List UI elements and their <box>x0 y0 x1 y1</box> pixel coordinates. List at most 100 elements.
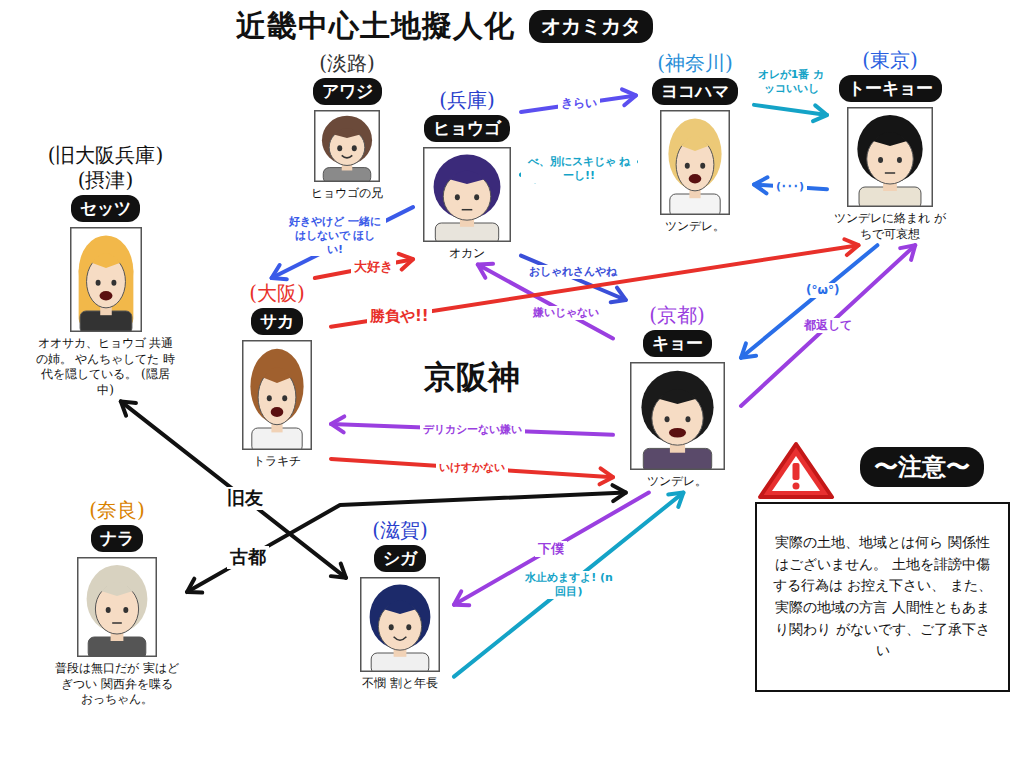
arrow-head <box>399 254 413 270</box>
edge-label: (°ω°) <box>803 283 842 298</box>
arrow-line <box>521 95 636 112</box>
character-card: (旧大阪兵庫)(摂津)セッツオオサカ、ヒョウゴ 共通の姉。 やんちゃしてた 時代… <box>29 140 182 401</box>
relation-arrow <box>331 239 859 326</box>
region-name: (淡路) <box>319 51 375 76</box>
nickname: トーキョー <box>839 75 942 102</box>
region-name: (摂津) <box>78 168 134 193</box>
nickname: サカ <box>251 308 303 335</box>
arrow-line <box>272 207 413 278</box>
region-name: (滋賀) <box>372 518 428 543</box>
portrait <box>660 110 730 215</box>
edge-label: 大好き <box>351 259 396 275</box>
portrait <box>630 362 725 470</box>
nickname: ヨコハマ <box>652 78 738 105</box>
character-card: (奈良)ナラ普段は無口だが 実はどぎつい 関西弁を喋る おっちゃん。 <box>47 495 187 711</box>
arrow-head <box>741 343 756 357</box>
title: 近畿中心土地擬人化 <box>236 6 515 47</box>
group-caption: 京阪神 <box>424 356 520 400</box>
arrow-head <box>813 105 827 121</box>
arrow-line <box>121 401 346 577</box>
edge-label: 旧友 <box>224 487 266 510</box>
arrow-line <box>741 245 877 358</box>
edge-label: いけすかない <box>436 461 508 475</box>
edge-label: 都返して <box>801 318 855 333</box>
character-card: (神奈川)ヨコハマツンデレ。 <box>636 48 754 238</box>
arrow-head <box>754 177 767 193</box>
arrow-head <box>844 239 858 255</box>
notice-box: 実際の土地、地域とは何ら 関係性はございません。 土地を誹謗中傷する行為は お控… <box>755 502 1010 692</box>
warning-dot <box>793 483 800 490</box>
nickname: ナラ <box>91 525 143 552</box>
relation-arrow <box>272 207 413 279</box>
nickname: キョー <box>643 330 712 357</box>
relation-arrow <box>741 245 915 406</box>
nickname: セッツ <box>71 195 140 222</box>
arrow-head <box>600 468 613 484</box>
arrow-head <box>121 401 136 415</box>
notice-title: 〜注意〜 <box>860 447 984 487</box>
arrow-line <box>454 493 649 605</box>
notice-text: 実際の土地、地域とは何ら 関係性はございません。 土地を誹謗中傷する行為は お控… <box>769 532 996 662</box>
character-card: (東京)トーキョーツンデレに絡まれ がちで可哀想 <box>827 45 953 245</box>
arrow-head <box>612 485 625 501</box>
arrow-line <box>331 245 859 326</box>
edge-label: 好きやけど 一緒にはしないで ほしい! <box>284 215 386 256</box>
relation-arrow <box>754 177 827 193</box>
description: 不憫 割と年長 <box>350 676 450 692</box>
region-name: (大阪) <box>249 281 305 306</box>
portrait <box>847 107 933 207</box>
relation-arrow <box>741 245 877 358</box>
arrow-head <box>478 264 493 278</box>
character-card: (京都)キョーツンデレ。 <box>613 300 741 493</box>
arrow-head <box>668 493 683 507</box>
arrow-head <box>454 591 469 605</box>
character-card: (兵庫)ヒョウゴオカン <box>413 85 521 265</box>
notice-panel: 〜注意〜実際の土地、地域とは何ら 関係性はございません。 土地を誹謗中傷する行為… <box>755 440 1010 692</box>
relation-arrow <box>331 459 613 484</box>
relation-arrow <box>521 89 636 112</box>
edge-label: 水止めますよ! (n回目) <box>522 571 616 599</box>
nickname: シガ <box>374 545 426 572</box>
description: 普段は無口だが 実はどぎつい 関西弁を喋る おっちゃん。 <box>55 661 180 708</box>
relation-arrow <box>315 254 413 278</box>
edge-label: 下僕 <box>535 541 567 557</box>
nickname: ヒョウゴ <box>424 115 510 142</box>
arrow-head <box>900 245 915 260</box>
arrow-line <box>741 245 915 406</box>
arrow-head <box>622 89 636 105</box>
nickname: アワジ <box>313 78 382 105</box>
description: トラキチ <box>227 454 327 470</box>
description: ツンデレ。 <box>640 219 750 235</box>
relation-arrow <box>454 493 649 606</box>
portrait <box>77 557 157 657</box>
arrow-head <box>611 288 626 303</box>
portrait <box>360 577 440 672</box>
arrow-head <box>331 416 344 432</box>
edge-label: (･･･) <box>773 180 807 194</box>
region-name: (神奈川) <box>657 51 733 76</box>
arrow-line <box>315 259 413 278</box>
portrait <box>242 340 312 450</box>
relation-arrow <box>454 493 683 677</box>
warning-triangle <box>760 444 832 497</box>
edge-label: オレが1番 カッコいいし <box>752 68 830 96</box>
edge-label: おしゃれさんやね <box>526 265 620 279</box>
region-name: (旧大阪兵庫) <box>48 143 164 168</box>
character-card: (滋賀)シガ不憫 割と年長 <box>346 515 454 695</box>
description: ヒョウゴの兄 <box>297 186 397 202</box>
edge-label: べ、別にスキじゃ ねーし!! <box>521 155 637 183</box>
edge-label: 嫌いじゃない <box>530 306 602 320</box>
relation-arrow <box>121 401 346 577</box>
arrow-line <box>454 493 683 677</box>
edge-label: きらい <box>558 96 600 111</box>
character-card: (淡路)アワジヒョウゴの兄 <box>293 48 401 205</box>
region-name: (京都) <box>649 303 705 328</box>
description: オオサカ、ヒョウゴ 共通の姉。 やんちゃしてた 時代を隠している。 (隠居中) <box>33 336 178 398</box>
arrow-head <box>272 265 287 279</box>
description: ツンデレ。 <box>617 474 737 490</box>
arrow-line <box>331 459 613 477</box>
warning-sign <box>760 444 832 497</box>
signature: オカミカタ <box>529 10 653 43</box>
edge-label: 古都 <box>227 546 269 569</box>
